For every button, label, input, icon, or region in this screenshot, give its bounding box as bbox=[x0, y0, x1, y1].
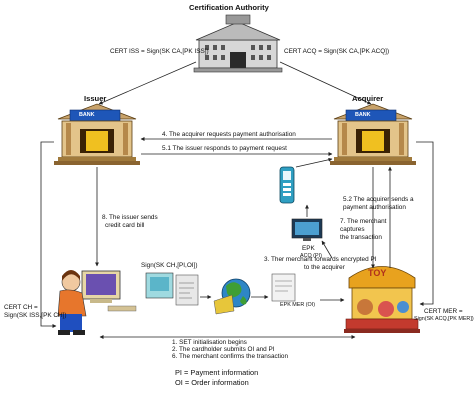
epk-label: EPK bbox=[302, 245, 315, 252]
sign-pi-oi-label: Sign(SK CH,[PI,OI]) bbox=[141, 262, 198, 269]
issuer-label: Issuer bbox=[84, 94, 107, 103]
step3-arrow bbox=[321, 240, 333, 259]
acquirer-label: Acquirer bbox=[352, 94, 384, 103]
step5-1-label: 5.1 The issuer responds to payment reque… bbox=[162, 145, 287, 152]
issuer-cert-loop bbox=[40, 141, 57, 328]
acquirer-bank-sign: BANK bbox=[355, 112, 371, 118]
step4-label: 4. The acquirer requests payment authori… bbox=[162, 131, 296, 138]
step3-label-line2: to the acquirer bbox=[304, 264, 345, 271]
step7-label-line2: captures bbox=[340, 226, 365, 233]
epk-mer-oi-label: EPK MER (OI) bbox=[280, 302, 316, 308]
globe-icon bbox=[213, 278, 251, 315]
step6-label: 6. The merchant confirms the transaction bbox=[172, 353, 289, 360]
legend-pi: PI = Payment information bbox=[175, 368, 259, 377]
merchant-toy-store bbox=[344, 266, 420, 333]
cert-merchant-line1: CERT MER = bbox=[424, 308, 463, 315]
step8-label-line1: 8. The issuer sends bbox=[102, 214, 158, 221]
legend-oi: OI = Order information bbox=[175, 378, 249, 387]
cert-issuer-label: CERT ISS = Sign(SK CA,[PK ISS]) bbox=[110, 48, 209, 55]
cert-cardholder-line1: CERT CH = bbox=[4, 304, 38, 311]
step7-label-line3: the transaction bbox=[340, 234, 382, 241]
payment-terminal-icon bbox=[279, 166, 295, 204]
epk-acq-label: ACQ (PI) bbox=[300, 253, 322, 259]
step1-label: 1. SET initialisation begins bbox=[172, 339, 247, 346]
acquirer-bank-building bbox=[330, 103, 416, 165]
step3-label-line1: 3. Ther merchant forwards encrypted PI bbox=[264, 256, 377, 263]
terminal-to-acquirer-arrow bbox=[295, 157, 333, 168]
cert-merchant-line2: Sign(SK ACQ,[PK MER]) bbox=[414, 316, 474, 322]
ca-to-acquirer-arrow bbox=[279, 61, 372, 105]
signed-documents-icon bbox=[145, 272, 199, 306]
merchant-sign: TOY bbox=[368, 268, 387, 278]
step2-label: 2. The cardholder submits OI and PI bbox=[172, 346, 275, 353]
certification-authority-building bbox=[193, 14, 283, 73]
cert-cardholder-line2: Sign(SK ISS,[PK CH]) bbox=[4, 312, 67, 319]
step5-2-label-line2: payment authorisation bbox=[343, 204, 406, 211]
encrypted-oi-document-icon bbox=[271, 273, 296, 302]
cert-acquirer-label: CERT ACQ = Sign(SK CA,[PK ACQ]) bbox=[284, 48, 390, 55]
issuer-bank-sign: BANK bbox=[79, 112, 95, 118]
cardholder-person bbox=[57, 270, 137, 335]
epk-monitor-icon bbox=[291, 218, 323, 241]
step5-2-label-line1: 5.2 The acquirer sends a bbox=[343, 196, 414, 203]
issuer-bank-building bbox=[54, 103, 140, 165]
step8-label-line2: credit card bill bbox=[105, 222, 145, 229]
acquirer-cert-loop bbox=[416, 141, 434, 306]
ca-to-issuer-arrow bbox=[98, 61, 197, 105]
step7-label-line1: 7. The merchant bbox=[340, 218, 387, 225]
diagram-title: Certification Authority bbox=[189, 3, 269, 12]
